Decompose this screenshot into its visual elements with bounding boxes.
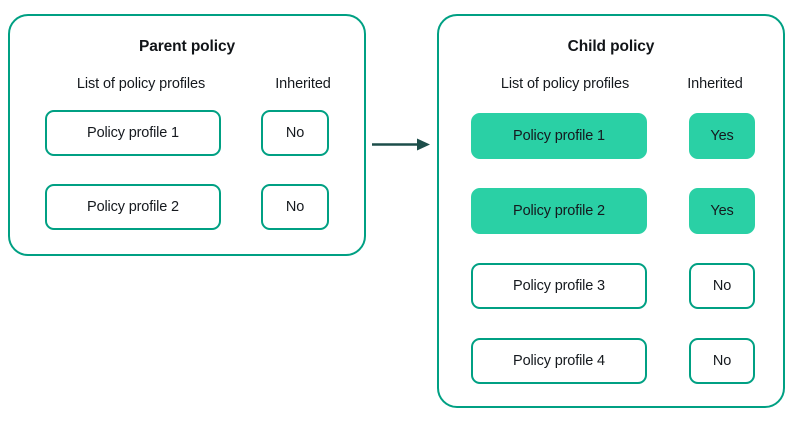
child-inherited-badge-4[interactable]: No <box>689 338 755 384</box>
parent-inherited-badge-2[interactable]: No <box>261 184 329 230</box>
parent-column-header-profiles: List of policy profiles <box>76 76 206 92</box>
parent-policy-title: Parent policy <box>138 38 236 55</box>
child-rows: Policy profile 1 Yes Policy profile 2 Ye… <box>439 16 783 406</box>
table-row: Policy profile 4 No <box>439 338 783 384</box>
child-policy-profile-4[interactable]: Policy profile 4 <box>471 338 647 384</box>
child-policy-title: Child policy <box>567 38 655 55</box>
child-policy-profile-2[interactable]: Policy profile 2 <box>471 188 647 234</box>
parent-rows: Policy profile 1 No Policy profile 2 No <box>10 16 364 254</box>
child-inherited-badge-3[interactable]: No <box>689 263 755 309</box>
child-inherited-badge-2[interactable]: Yes <box>689 188 755 234</box>
parent-policy-profile-1[interactable]: Policy profile 1 <box>45 110 221 156</box>
table-row: Policy profile 3 No <box>439 263 783 309</box>
parent-column-header-inherited: Inherited <box>275 76 331 92</box>
child-column-headers: List of policy profiles Inherited <box>439 76 783 96</box>
child-policy-panel: Child policy List of policy profiles Inh… <box>437 14 785 408</box>
child-column-header-inherited: Inherited <box>687 76 743 92</box>
child-policy-profile-1[interactable]: Policy profile 1 <box>471 113 647 159</box>
child-inherited-badge-1[interactable]: Yes <box>689 113 755 159</box>
table-row: Policy profile 2 No <box>10 184 364 230</box>
child-column-header-profiles: List of policy profiles <box>500 76 630 92</box>
table-row: Policy profile 2 Yes <box>439 188 783 234</box>
table-row: Policy profile 1 Yes <box>439 113 783 159</box>
parent-column-headers: List of policy profiles Inherited <box>10 76 364 96</box>
parent-policy-profile-2[interactable]: Policy profile 2 <box>45 184 221 230</box>
child-policy-profile-3[interactable]: Policy profile 3 <box>471 263 647 309</box>
inheritance-arrow <box>372 134 432 154</box>
table-row: Policy profile 1 No <box>10 110 364 156</box>
parent-inherited-badge-1[interactable]: No <box>261 110 329 156</box>
parent-policy-panel: Parent policy List of policy profiles In… <box>8 14 366 256</box>
